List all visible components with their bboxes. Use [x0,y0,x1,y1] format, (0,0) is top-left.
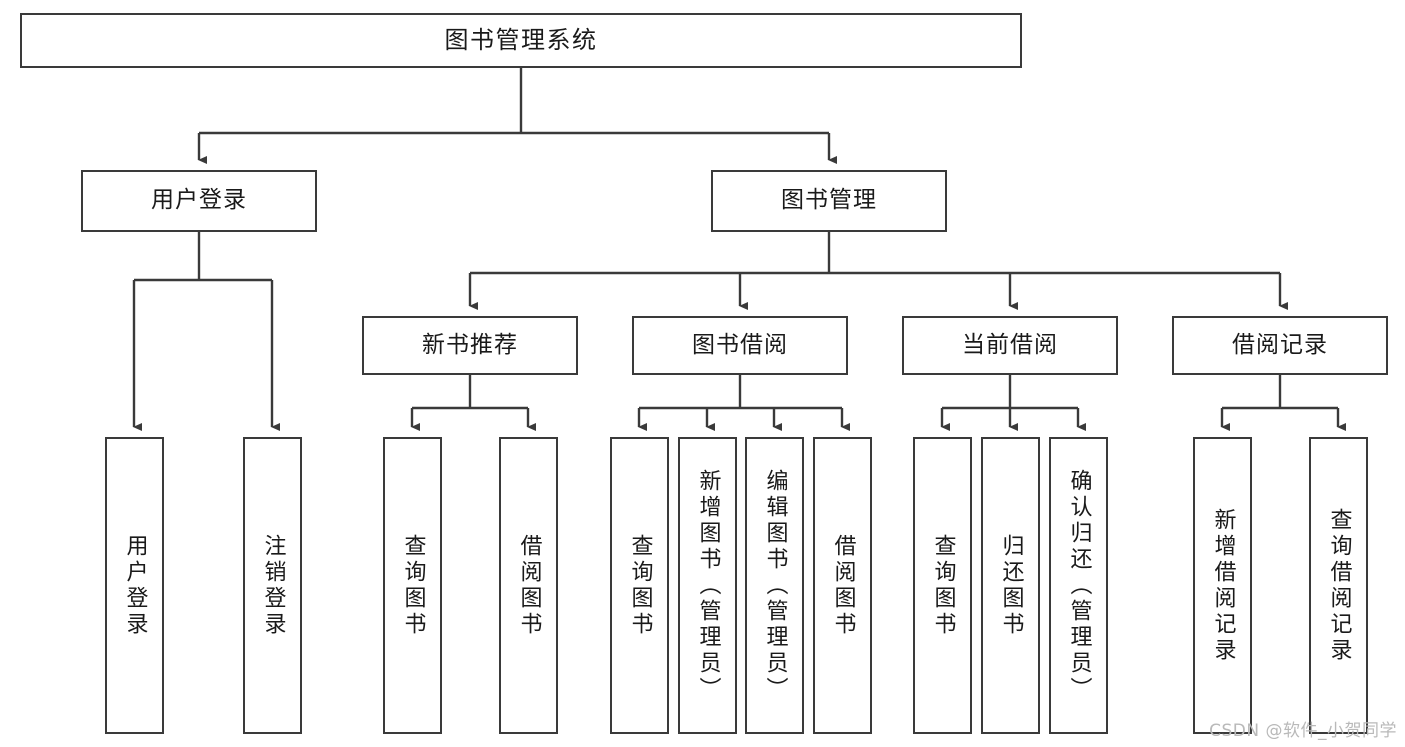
node-leaf-rec-query-book[interactable]: 查询图书 [383,437,442,734]
node-leaf-add-book-admin[interactable]: 新增图书（管理员） [678,437,737,734]
node-label: 新书推荐 [422,331,518,358]
node-label: 图书借阅 [692,331,788,358]
node-label: 编辑图书（管理员） [762,468,788,703]
node-label: 确认归还（管理员） [1066,468,1092,703]
node-label: 注销登录 [260,533,286,638]
node-book-management-system[interactable]: 图书管理系统 [20,13,1022,68]
node-leaf-query-borrow-record[interactable]: 查询借阅记录 [1309,437,1368,734]
node-leaf-borrow-query-book[interactable]: 查询图书 [610,437,669,734]
node-label: 图书管理系统 [444,26,598,55]
node-leaf-edit-book-admin[interactable]: 编辑图书（管理员） [745,437,804,734]
node-label: 借阅记录 [1232,331,1328,358]
node-leaf-cur-query-book[interactable]: 查询图书 [913,437,972,734]
node-leaf-confirm-return-admin[interactable]: 确认归还（管理员） [1049,437,1108,734]
node-book-borrow[interactable]: 图书借阅 [632,316,848,375]
node-label: 当前借阅 [962,331,1058,358]
node-leaf-return-book[interactable]: 归还图书 [981,437,1040,734]
watermark: CSDN @软件_小贺同学 [1209,721,1397,741]
node-book-management[interactable]: 图书管理 [711,170,947,232]
node-user-login[interactable]: 用户登录 [81,170,317,232]
node-label: 借阅图书 [516,533,542,638]
node-label: 查询图书 [930,533,956,638]
node-leaf-rec-borrow-book[interactable]: 借阅图书 [499,437,558,734]
node-label: 新增图书（管理员） [695,468,721,703]
node-leaf-borrow-book[interactable]: 借阅图书 [813,437,872,734]
node-label: 用户登录 [122,533,148,638]
node-label: 用户登录 [151,187,247,214]
node-label: 归还图书 [998,533,1024,638]
node-label: 借阅图书 [830,533,856,638]
node-label: 查询借阅记录 [1326,507,1352,664]
node-new-book-recommendation[interactable]: 新书推荐 [362,316,578,375]
node-borrow-record[interactable]: 借阅记录 [1172,316,1388,375]
node-label: 新增借阅记录 [1210,507,1236,664]
node-label: 查询图书 [627,533,653,638]
node-leaf-logout[interactable]: 注销登录 [243,437,302,734]
node-leaf-add-borrow-record[interactable]: 新增借阅记录 [1193,437,1252,734]
node-label: 查询图书 [400,533,426,638]
node-label: 图书管理 [781,187,877,214]
node-current-borrow[interactable]: 当前借阅 [902,316,1118,375]
node-leaf-user-login[interactable]: 用户登录 [105,437,164,734]
